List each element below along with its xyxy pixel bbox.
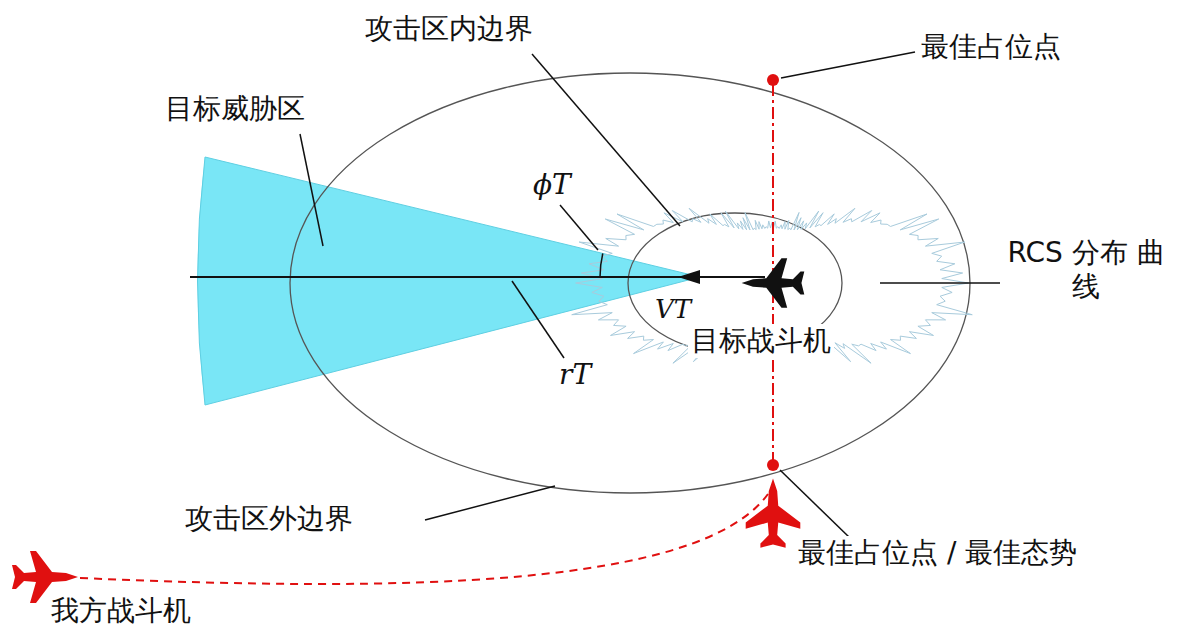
text-label: 攻击区内边界 — [362, 12, 536, 46]
text-label: VT — [652, 294, 694, 325]
text-label: 目标战斗机 — [688, 324, 834, 358]
text-label: 最佳占位点 / 最佳态势 — [795, 536, 1080, 570]
velocity-arrowhead — [678, 270, 700, 284]
outer-boundary — [290, 73, 970, 493]
label-text: 攻击区内边界 — [365, 12, 533, 45]
label-text: RCS 分布 曲线 — [1007, 236, 1164, 303]
text-label: 我方战斗机 — [48, 594, 194, 628]
angle-arc — [600, 254, 603, 278]
label-text: ϕT — [533, 168, 571, 201]
leader-line — [780, 470, 850, 538]
label-text: 目标战斗机 — [691, 324, 831, 357]
label-text: 攻击区外边界 — [185, 502, 353, 535]
text-label: 目标威胁区 — [162, 92, 308, 126]
text-label: rT — [556, 358, 594, 392]
label-text: 我方战斗机 — [51, 594, 191, 627]
flight-path — [80, 494, 768, 584]
best-point — [767, 459, 779, 471]
label-text: 最佳占位点 — [921, 30, 1061, 63]
text-label: 最佳占位点 — [918, 30, 1064, 64]
our-fighter-best — [746, 478, 801, 547]
threat-zone — [198, 157, 701, 405]
text-label: 攻击区外边界 — [182, 502, 356, 536]
leader-line — [300, 134, 323, 246]
leader-line — [880, 282, 1000, 284]
target-fighter — [742, 258, 805, 307]
label-text: 目标威胁区 — [165, 92, 305, 125]
text-label: RCS 分布 曲线 — [1003, 236, 1169, 303]
label-text: rT — [559, 358, 591, 391]
leader-line — [512, 281, 564, 358]
leader-line — [425, 486, 555, 520]
leader-line — [781, 52, 915, 78]
label-text: 最佳占位点 / 最佳态势 — [798, 536, 1077, 569]
leader-line — [560, 205, 598, 250]
leader-line — [532, 54, 680, 226]
best-point — [767, 74, 779, 86]
text-label: ϕT — [530, 168, 574, 202]
label-text: VT — [655, 294, 691, 324]
